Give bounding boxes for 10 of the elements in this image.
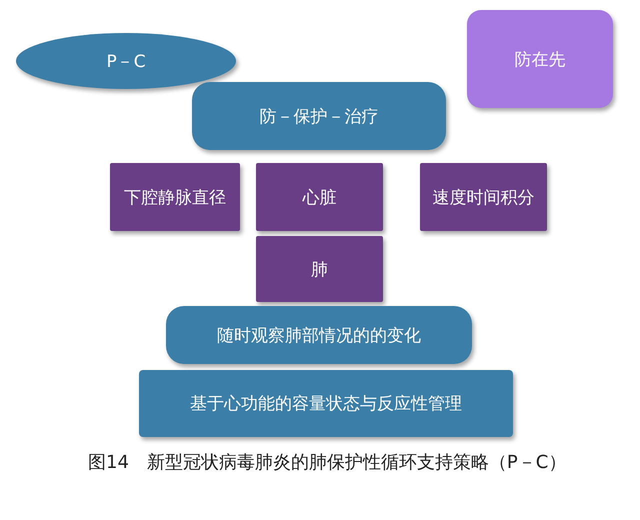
process-box: 基于心功能的容量状态与反应性管理 — [139, 370, 513, 437]
square-box: 速度时间积分 — [420, 163, 547, 231]
square-box: 下腔静脉直径 — [110, 163, 240, 231]
rounded-box: 防在先 — [467, 10, 613, 108]
square-box: 肺 — [256, 236, 383, 302]
caption: 图14 新型冠状病毒肺炎的肺保护性循环支持策略（P－C） — [88, 452, 568, 474]
ellipse-label: P－C — [16, 33, 236, 89]
square-box: 心脏 — [256, 163, 383, 231]
rounded-box: 防－保护－治疗 — [192, 82, 446, 150]
rounded-box: 随时观察肺部情况的的变化 — [166, 306, 472, 364]
